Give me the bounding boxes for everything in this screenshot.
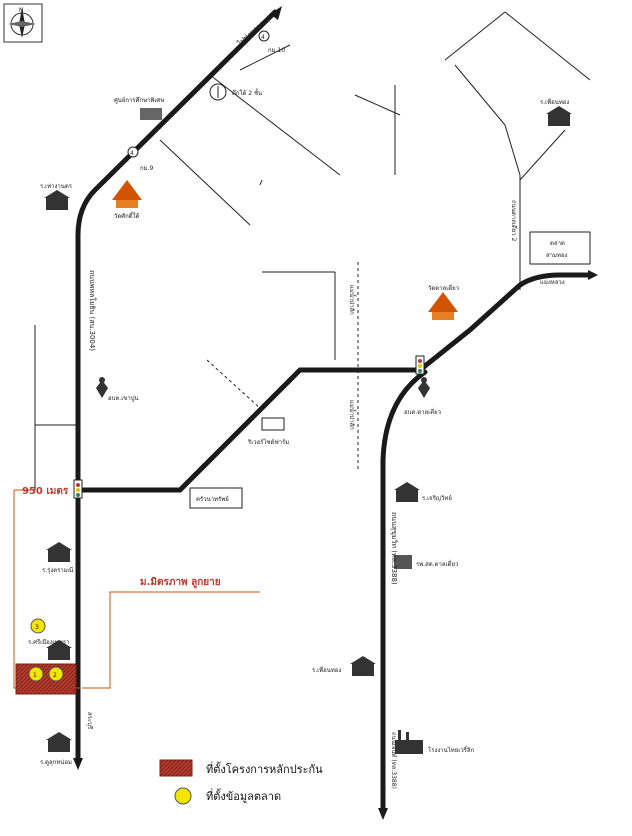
legend-project-label: ที่ตั้งโครงการหลักประกัน (206, 761, 323, 776)
distance-label: 950 เมตร (22, 486, 69, 497)
legend-project-swatch (159, 759, 193, 777)
svg-text:2: 2 (53, 672, 57, 679)
junction-box-label: ครัวนาทรัพย์ (196, 495, 229, 503)
district-left-label: อบต.เขาปูน (108, 395, 139, 402)
school-icon (394, 482, 420, 502)
svg-text:3: 3 (35, 624, 39, 631)
arrow-sign-icon (209, 83, 227, 101)
school-icon (546, 106, 572, 126)
legend-market-swatch (174, 787, 192, 805)
resort-icon (261, 417, 285, 431)
school-icon (46, 542, 72, 562)
road-vertical-right-bottom-label: ถนนเจนท์ (ทล.3388) (390, 732, 398, 789)
road-right-exit-label: แม่งหลวง (540, 279, 565, 286)
market-marker-3: 3 (30, 618, 46, 634)
compass-north-label: N (19, 7, 24, 14)
factory-icon (395, 730, 423, 754)
legend: ที่ตั้งโครงการหลักประกัน ที่ตั้งข้อมูลตล… (159, 759, 323, 805)
school-icon (44, 190, 70, 210)
traffic-light-icon (415, 355, 425, 375)
center-icon (140, 108, 162, 120)
canal-upper-label: แม่น้ำป่าสัก (348, 285, 358, 315)
road-vertical-left-bottom-label: สระบุรี (86, 712, 94, 730)
market-box-line2: สามทอง (546, 252, 568, 259)
legend-market-label: ที่ตั้งข้อมูลตลาด (206, 788, 281, 803)
school-left-top-label: ร.เท่างานดร (40, 183, 73, 190)
km10-label: กม.10 (268, 47, 285, 54)
resort-label: ริเวอร์ไซด์ฟาร์ม (247, 438, 289, 446)
market-marker-1: 1 (28, 666, 44, 682)
center-label: ศูนย์การศึกษาพิเศษ (114, 96, 164, 104)
school-bottom-left-label: ร.ดูลุกหน่อม (40, 759, 72, 766)
km9-label: กม.9 (140, 165, 153, 172)
school-right-2-label: ร.เพื่อนทอง (312, 666, 341, 674)
factory-label: โรงงานไทยเวริ์ลิก (428, 745, 475, 754)
road-vertical-right-label: ถนนสุขุมวิท (ทล.3388) (390, 512, 398, 585)
temple-top-label: วัดศักดิ์ใต้ (114, 211, 140, 220)
temple-icon (428, 292, 458, 320)
project-site-area (15, 663, 77, 695)
school-top-right-label: ร.เพื่อนทอง (540, 98, 569, 106)
school-icon (46, 732, 72, 752)
road-vertical-left-label: ถนนพหลโยธิน (สน.3004) (88, 270, 97, 351)
market-box (529, 231, 591, 265)
market3-school-label: ร.ศรีเมืองเพชรา (28, 638, 69, 646)
junction-box (189, 487, 243, 509)
hospital-icon (394, 555, 412, 569)
minor-roads (34, 11, 591, 490)
traffic-light-icon (73, 479, 83, 499)
school-right-1-label: ร.เจริญวิทย์ (422, 494, 452, 502)
road-right-upper-label: ถนนตาลเดี่ยว 2 (510, 200, 518, 242)
dashed-road (206, 262, 359, 470)
sign-label: ตึกใต้ 2 ชั้น (232, 87, 262, 97)
school-icon (46, 640, 72, 660)
garuda-icon (418, 377, 430, 398)
hospital-right-label: รพ.สต.ตาลเดี่ยว (416, 560, 458, 568)
school-left-2-label: ร.รุ่งตรามณี (42, 566, 74, 574)
market-marker-2: 2 (48, 666, 64, 682)
temple-icon (112, 180, 142, 208)
svg-text:4: 4 (130, 150, 134, 157)
major-roads (75, 9, 593, 813)
route-sign-icon: 4 (258, 30, 270, 42)
road-arrows (73, 6, 598, 820)
project-callout-label: ม.มิตรภาพ ลูกยาย (140, 576, 221, 589)
school-icon (350, 656, 376, 676)
district-right-label: อบต.ตาลเดี่ยว (404, 408, 441, 416)
canal-lower-label: แม่น้ำป่าสัก (348, 400, 358, 430)
svg-text:4: 4 (261, 34, 265, 41)
compass-icon: N (3, 3, 43, 43)
garuda-icon (96, 377, 108, 398)
market-box-line1: ตลาด (550, 240, 565, 247)
temple-right-label: วัดตาลเดี่ยว (428, 284, 459, 292)
svg-text:1: 1 (33, 672, 37, 679)
route-sign-icon: 4 (127, 146, 139, 158)
